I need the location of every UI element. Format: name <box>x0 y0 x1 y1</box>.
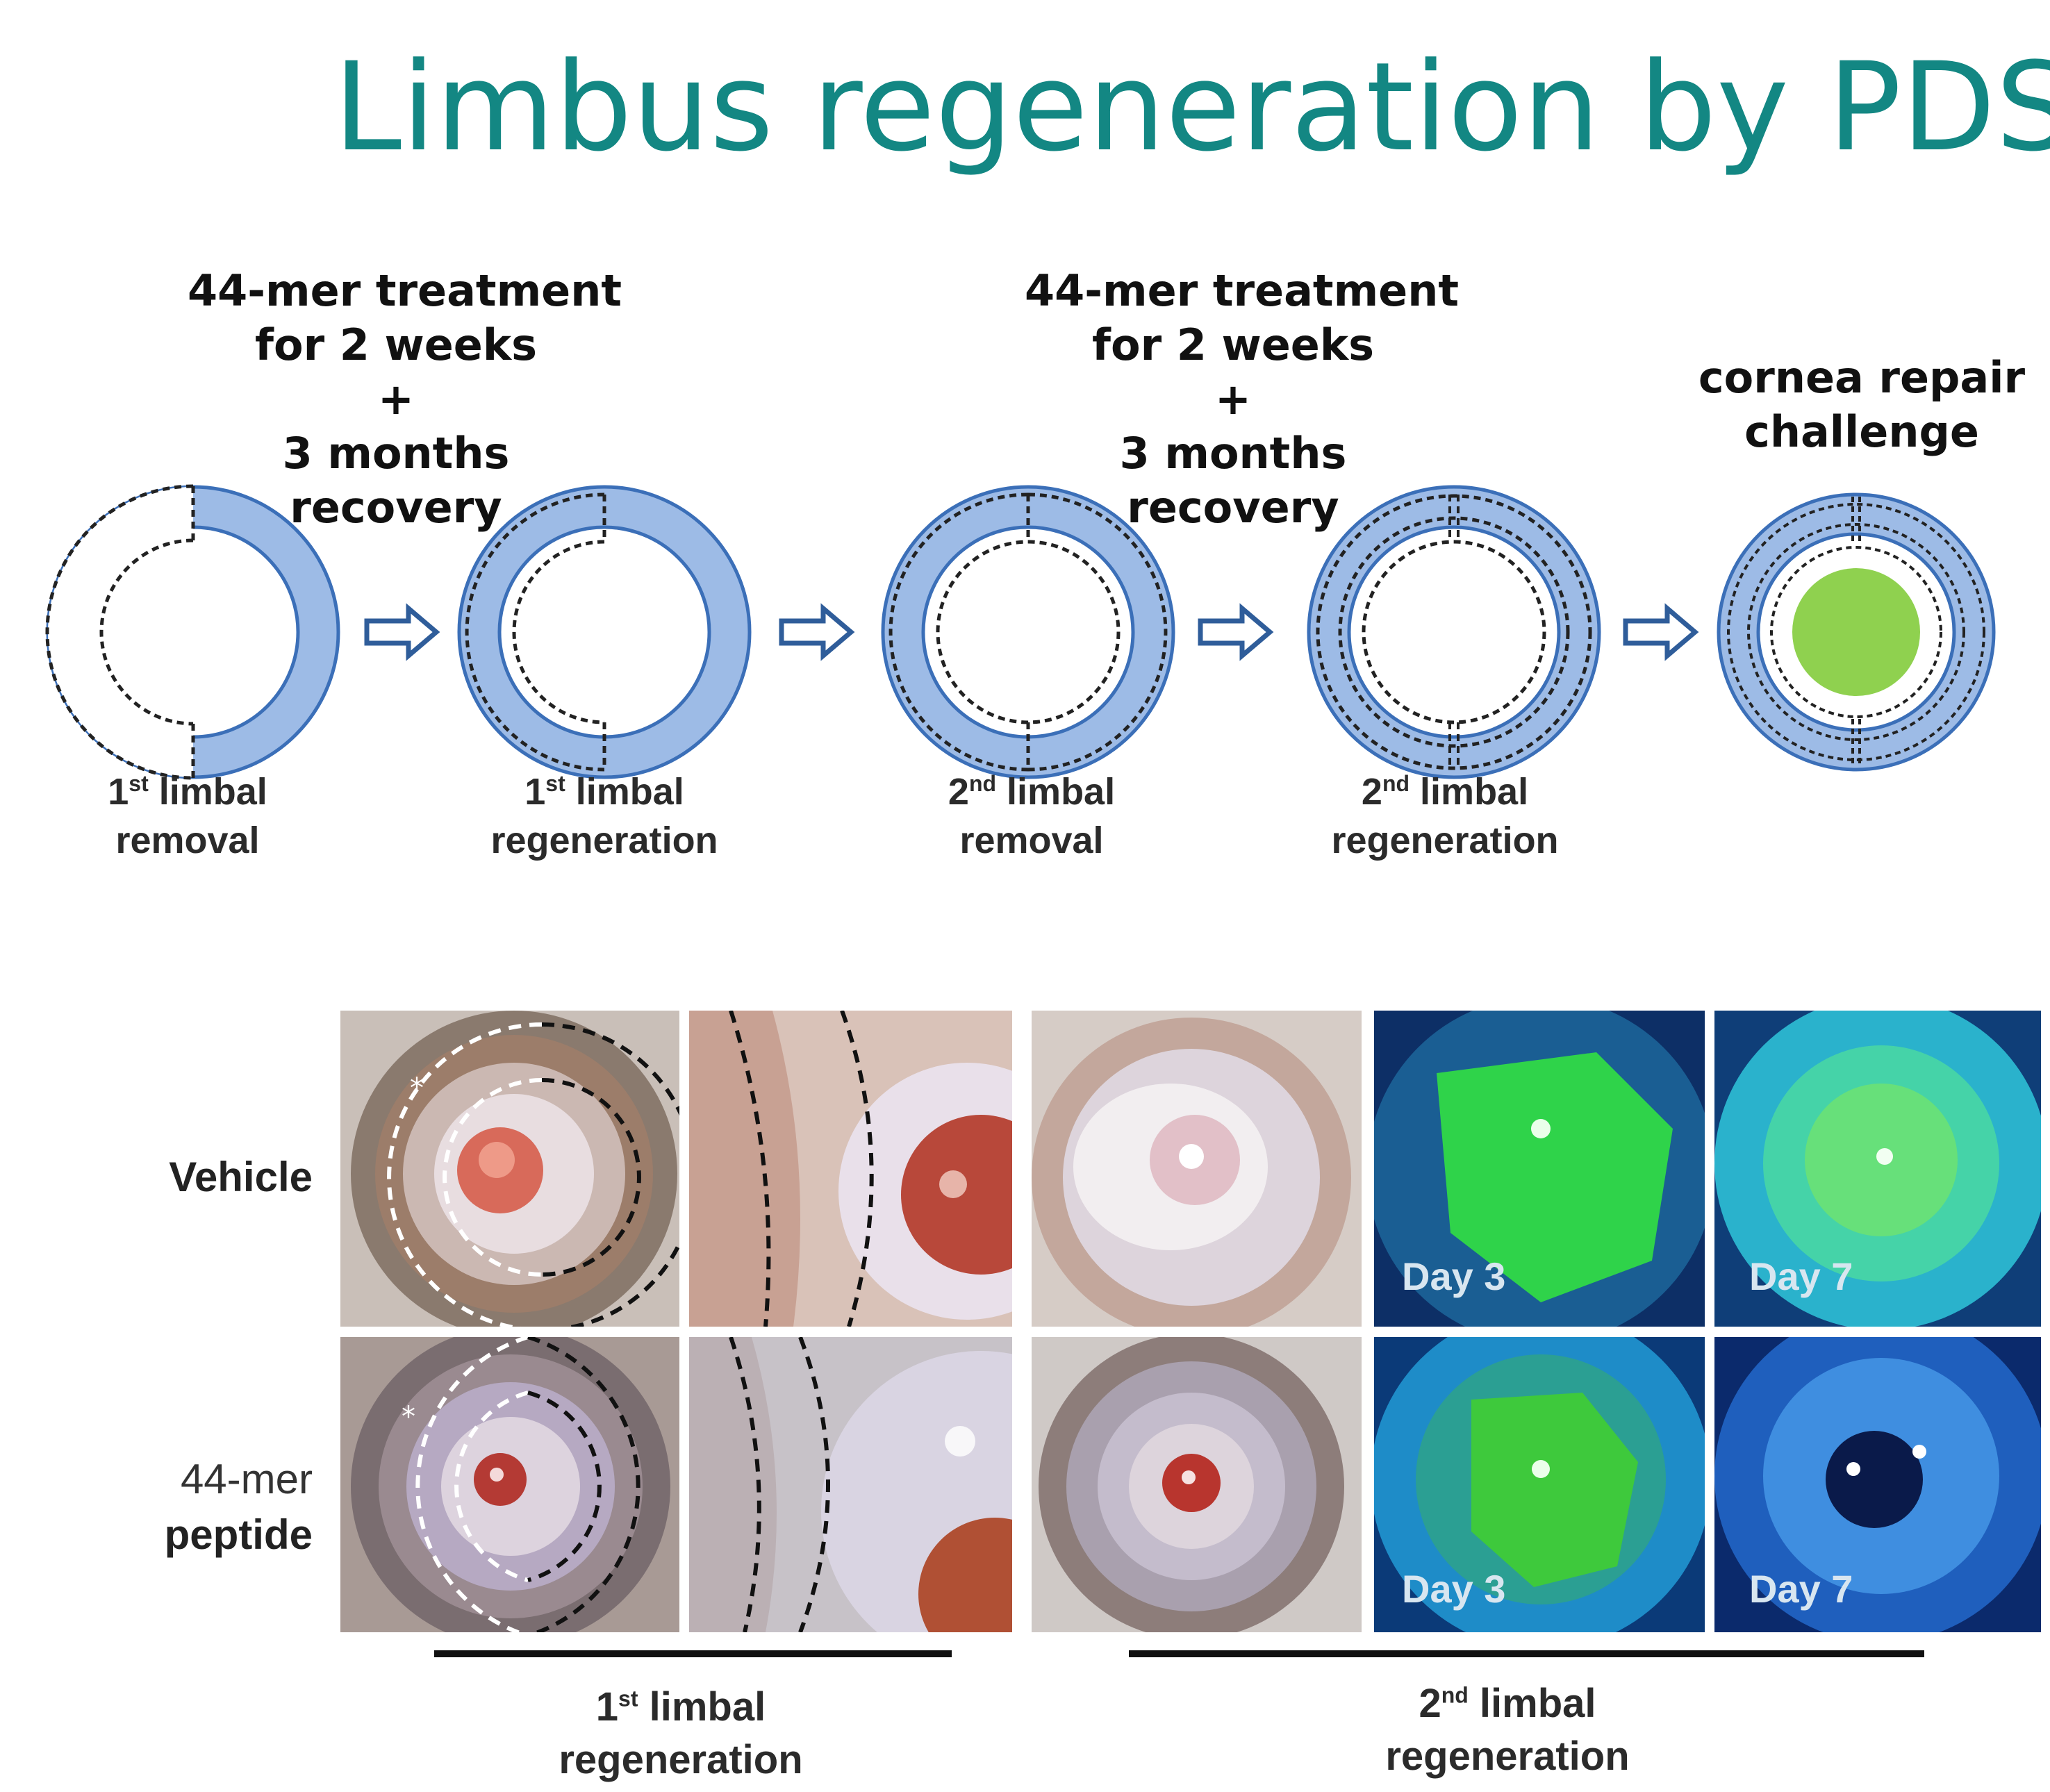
caption-line: for 2 weeks <box>255 320 537 370</box>
eye-diagram-cornea-challenge <box>1717 492 1996 772</box>
svg-text:*: * <box>402 1401 415 1433</box>
arrow-icon <box>782 608 851 656</box>
photo-peptide-2nd-regen <box>1032 1337 1362 1632</box>
page-title: Limbus regeneration by PDSP <box>333 36 2050 179</box>
arrow-icon <box>1200 608 1270 656</box>
arrow-icon <box>367 608 436 656</box>
caption-line: 44-mer treatment <box>1025 265 1459 316</box>
caption-line: + <box>1215 374 1251 424</box>
day-tag: Day 3 <box>1402 1254 1506 1298</box>
photo-vehicle-1st-regen-zoom <box>689 1011 1012 1327</box>
step-label-4: 2nd limbal regeneration <box>1331 771 1559 861</box>
photo-peptide-day7: Day 7 <box>1714 1337 2041 1632</box>
eye-diagram-1st-regeneration <box>457 485 752 779</box>
row-label-peptide: 44-mer peptide <box>83 1452 313 1563</box>
eye-diagram-1st-removal <box>45 484 340 780</box>
group-label-2nd: 2nd limbal regeneration <box>1385 1681 1630 1779</box>
caption-line: 3 months <box>1119 428 1347 479</box>
caption-line: 44-mer treatment <box>188 265 622 316</box>
caption-line: challenge <box>1744 406 1979 457</box>
caption-line: 3 months <box>282 428 510 479</box>
row-label-vehicle: Vehicle <box>169 1154 313 1200</box>
photo-vehicle-1st-regen-overview: * <box>340 1011 679 1327</box>
photo-vehicle-day3: Day 3 <box>1374 1011 1705 1327</box>
treatment-caption-1: 44-mer treatment for 2 weeks + 3 months … <box>188 264 622 535</box>
photo-peptide-1st-regen-overview: * <box>340 1337 679 1632</box>
day-tag: Day 7 <box>1749 1254 1853 1298</box>
day-tag: Day 7 <box>1749 1567 1853 1611</box>
svg-text:*: * <box>410 1072 424 1104</box>
group-bar-2nd <box>1129 1650 1924 1657</box>
photo-vehicle-day7: Day 7 <box>1714 1011 2041 1327</box>
group-label-1st: 1st limbal regeneration <box>559 1684 803 1782</box>
photo-peptide-day3: Day 3 <box>1374 1337 1705 1632</box>
caption-line: recovery <box>1127 482 1339 533</box>
treatment-caption-2: 44-mer treatment for 2 weeks + 3 months … <box>1025 264 1459 535</box>
row-label-line: 44-mer <box>180 1456 313 1502</box>
caption-line: recovery <box>290 482 502 533</box>
group-bar-1st <box>434 1650 952 1657</box>
arrow-icon <box>1626 608 1695 656</box>
caption-line: for 2 weeks <box>1092 320 1374 370</box>
photo-vehicle-2nd-regen <box>1032 1011 1362 1327</box>
eye-diagram-2nd-removal <box>881 485 1175 779</box>
caption-line: + <box>378 374 414 424</box>
photo-peptide-1st-regen-zoom <box>689 1337 1012 1632</box>
row-label-line: peptide <box>164 1511 313 1558</box>
caption-line: cornea repair <box>1698 352 2026 403</box>
eye-diagram-2nd-regeneration <box>1307 485 1601 779</box>
step-label-3: 2nd limbal removal <box>948 771 1116 861</box>
fluorescein-spot <box>1792 568 1920 696</box>
step-label-1: 1st limbal removal <box>108 771 267 861</box>
challenge-caption: cornea repair challenge <box>1695 351 2028 459</box>
limbus-schematic <box>45 484 1996 780</box>
day-tag: Day 3 <box>1402 1567 1506 1611</box>
step-label-2: 1st limbal regeneration <box>490 771 718 861</box>
